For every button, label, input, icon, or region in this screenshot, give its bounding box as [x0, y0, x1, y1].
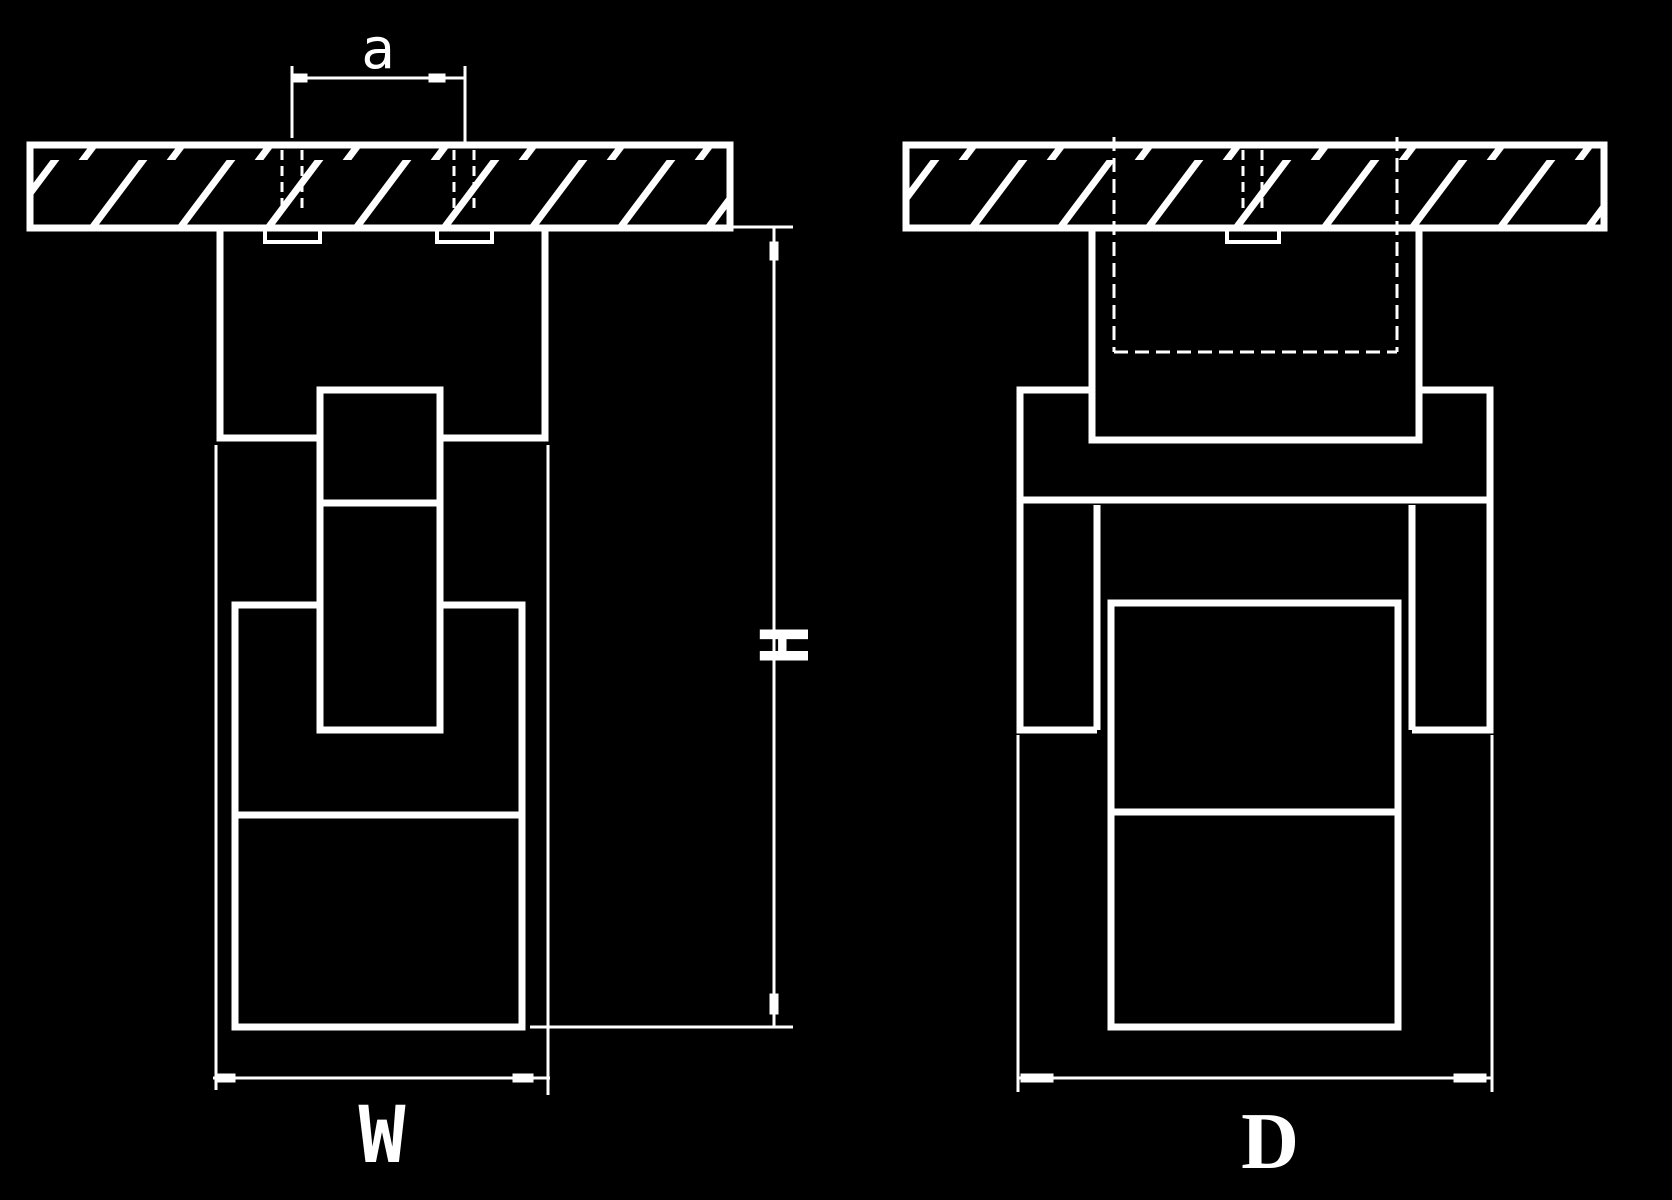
side-ceiling-plate — [902, 141, 1608, 232]
dimension-a — [290, 66, 467, 142]
dimension-w-label: W — [359, 1091, 406, 1181]
dimension-a-label: a — [361, 17, 395, 82]
front-ceiling-plate — [26, 141, 734, 232]
dimension-w — [213, 1073, 550, 1083]
side-body — [1016, 228, 1494, 1092]
side-view: D — [902, 137, 1608, 1186]
front-body — [214, 228, 550, 1095]
front-view: a W — [26, 17, 734, 1181]
dimension-d-label: D — [1241, 1098, 1299, 1186]
front-mount-screws — [263, 150, 494, 244]
dimension-h — [530, 225, 793, 1029]
side-hidden-lines — [1112, 137, 1399, 354]
dimension-h-label: H — [747, 625, 824, 665]
dimension-d — [1018, 1073, 1492, 1083]
